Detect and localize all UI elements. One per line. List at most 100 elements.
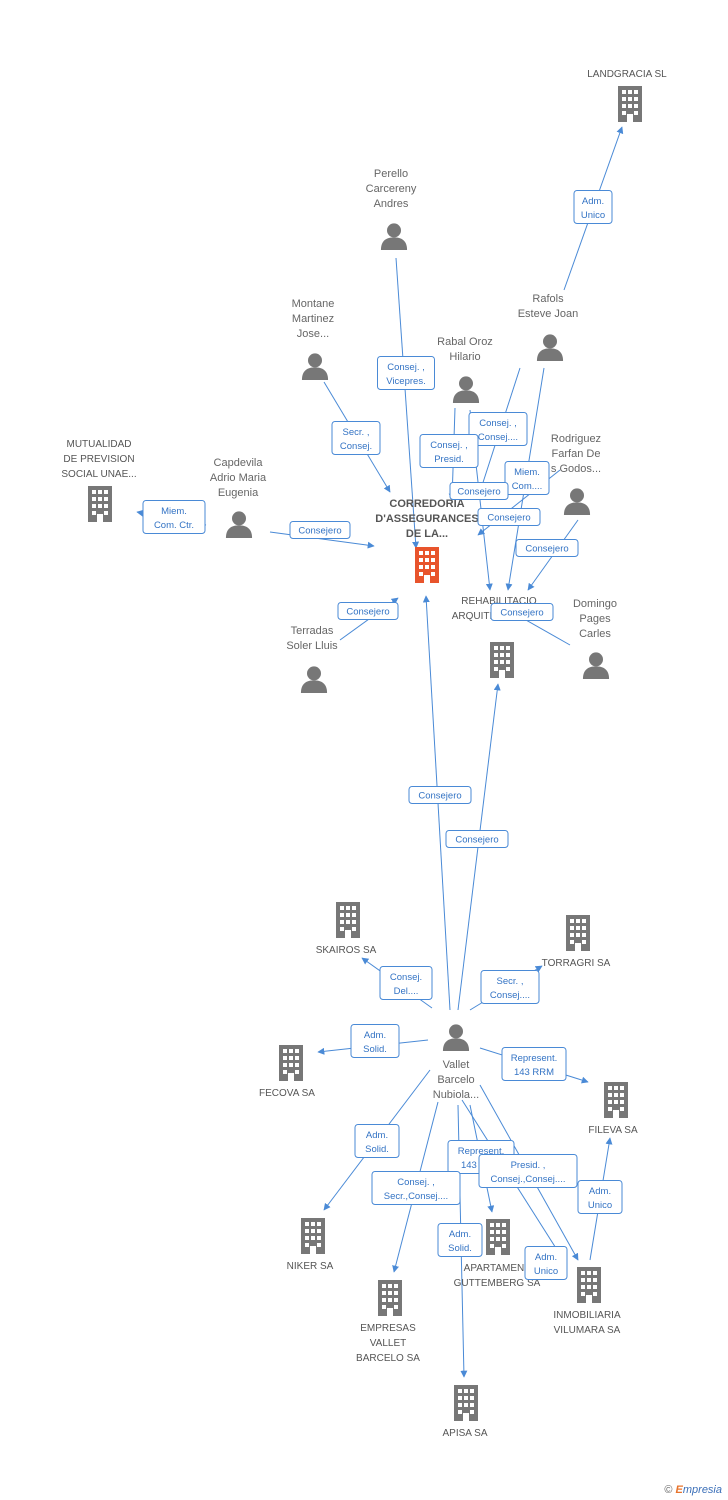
company-mutualidad-label-line: DE PREVISION bbox=[63, 454, 134, 465]
person-icon bbox=[563, 488, 591, 515]
relation-text-line: Unico bbox=[588, 1200, 612, 1211]
building-icon bbox=[378, 1280, 402, 1316]
relation-label-r12[interactable]: Consejero bbox=[337, 602, 399, 620]
relation-text: Adm.Unico bbox=[588, 1186, 612, 1211]
center-company-label-line: DE LA... bbox=[406, 528, 448, 540]
relation-label-r24[interactable]: Consej. ,Secr.,Consej.... bbox=[371, 1171, 461, 1205]
company-node-skairos[interactable]: SKAIROS SA bbox=[316, 902, 377, 956]
relation-label-r3[interactable]: Secr. ,Consej. bbox=[331, 421, 381, 455]
relation-label-r22[interactable]: Presid. ,Consej.,Consej.... bbox=[478, 1154, 578, 1188]
company-inmobiliaria-label-line: INMOBILIARIA bbox=[553, 1310, 621, 1321]
person-capdevila-label-line: Eugenia bbox=[218, 487, 259, 499]
brand-logo-initial: E bbox=[675, 1484, 683, 1496]
relation-text-line: Consejero bbox=[525, 544, 568, 555]
company-landgracia-label: LANDGRACIA SL bbox=[587, 69, 667, 80]
relation-box bbox=[379, 966, 433, 1000]
relation-text-line: Com. Ctr. bbox=[154, 520, 194, 531]
relation-label-r26[interactable]: Adm.Unico bbox=[524, 1246, 568, 1280]
company-node-niker[interactable]: NIKER SA bbox=[287, 1218, 334, 1272]
person-perello-label-line: Perello bbox=[374, 168, 408, 180]
relation-text-line: Secr. , bbox=[343, 427, 370, 438]
relation-text: Consej. ,Presid. bbox=[430, 440, 468, 465]
company-node-fecova[interactable]: FECOVA SA bbox=[259, 1045, 315, 1099]
company-node-landgracia[interactable]: LANDGRACIA SL bbox=[587, 69, 667, 122]
relation-label-r23[interactable]: Adm.Unico bbox=[577, 1180, 623, 1214]
relation-label-r4[interactable]: Consej. , Consej.... bbox=[468, 412, 528, 446]
relation-text-line: Consejero bbox=[487, 513, 530, 524]
relation-text: Miem. Com. Ctr. bbox=[154, 506, 194, 531]
relation-label-r20[interactable]: Adm.Solid. bbox=[354, 1124, 400, 1158]
company-node-apisa[interactable]: APISA SA bbox=[442, 1385, 488, 1439]
company-apartament-label-line: APARTAMENT bbox=[464, 1263, 531, 1274]
relation-label-r25[interactable]: Adm.Solid. bbox=[437, 1223, 483, 1257]
company-empresas-label-line: VALLET bbox=[370, 1338, 407, 1349]
relation-label-r9[interactable]: Consejero bbox=[289, 521, 351, 539]
relation-box bbox=[577, 1180, 623, 1214]
relation-text-line: Consejero bbox=[457, 487, 500, 498]
relation-label-r11[interactable]: Consejero bbox=[515, 539, 579, 557]
relation-label-r8[interactable]: Miem. Com. Ctr. bbox=[142, 500, 206, 534]
relation-label-r18[interactable]: Adm.Solid. bbox=[350, 1024, 400, 1058]
person-icon bbox=[582, 652, 610, 679]
relation-text: Consejero bbox=[525, 544, 568, 555]
company-node-fileva[interactable]: FILEVA SA bbox=[588, 1082, 638, 1136]
company-torragri-label-line: TORRAGRI SA bbox=[542, 958, 611, 969]
relation-label-r14[interactable]: Consejero bbox=[408, 786, 472, 804]
relation-text-line: Consej.... bbox=[478, 432, 518, 443]
relation-text: Consej. ,Vicepres. bbox=[386, 362, 425, 387]
relation-text: Adm.Unico bbox=[581, 196, 605, 221]
person-terradas-label-line: Soler Lluis bbox=[286, 640, 338, 652]
relation-text: Consej.Del.... bbox=[390, 972, 422, 997]
relation-label-r2[interactable]: Consej. ,Vicepres. bbox=[377, 356, 435, 390]
relation-text-line: Miem. bbox=[161, 506, 187, 517]
relation-label-r7[interactable]: Consejero bbox=[449, 482, 509, 500]
person-rafols-label-line: Rafols bbox=[532, 293, 564, 305]
copyright-symbol: © bbox=[664, 1484, 673, 1496]
relation-label-r13[interactable]: Consejero bbox=[490, 603, 554, 621]
company-node-torragri[interactable]: TORRAGRI SA bbox=[542, 915, 611, 969]
relation-label-r6[interactable]: Miem.Com.... bbox=[504, 461, 550, 495]
relation-label-r5[interactable]: Consej. ,Presid. bbox=[419, 434, 479, 468]
building-icon bbox=[301, 1218, 325, 1254]
relation-box bbox=[504, 461, 550, 495]
relation-label-r1[interactable]: Adm.Unico bbox=[573, 190, 613, 224]
relation-label-r10[interactable]: Consejero bbox=[477, 508, 541, 526]
company-apisa-label-line: APISA SA bbox=[442, 1428, 487, 1439]
relation-label-r19[interactable]: Represent.143 RRM bbox=[501, 1047, 567, 1081]
relation-box bbox=[468, 412, 528, 446]
person-vallet-label-line: Barcelo bbox=[437, 1074, 474, 1086]
relation-label-r15[interactable]: Consejero bbox=[445, 830, 509, 848]
relation-label-r17[interactable]: Secr. ,Consej.... bbox=[480, 970, 540, 1004]
building-icon bbox=[415, 547, 439, 583]
relation-text-line: Solid. bbox=[363, 1044, 387, 1055]
relation-text-line: Consej. , bbox=[479, 418, 517, 429]
relation-box bbox=[449, 482, 509, 500]
person-capdevila-label-line: Capdevila bbox=[214, 457, 264, 469]
relation-text-line: Consej.... bbox=[490, 990, 530, 1001]
person-icon bbox=[452, 376, 480, 403]
relation-text: Consejero bbox=[457, 487, 500, 498]
relation-box bbox=[501, 1047, 567, 1081]
relation-box bbox=[337, 602, 399, 620]
relation-label-r16[interactable]: Consej.Del.... bbox=[379, 966, 433, 1000]
